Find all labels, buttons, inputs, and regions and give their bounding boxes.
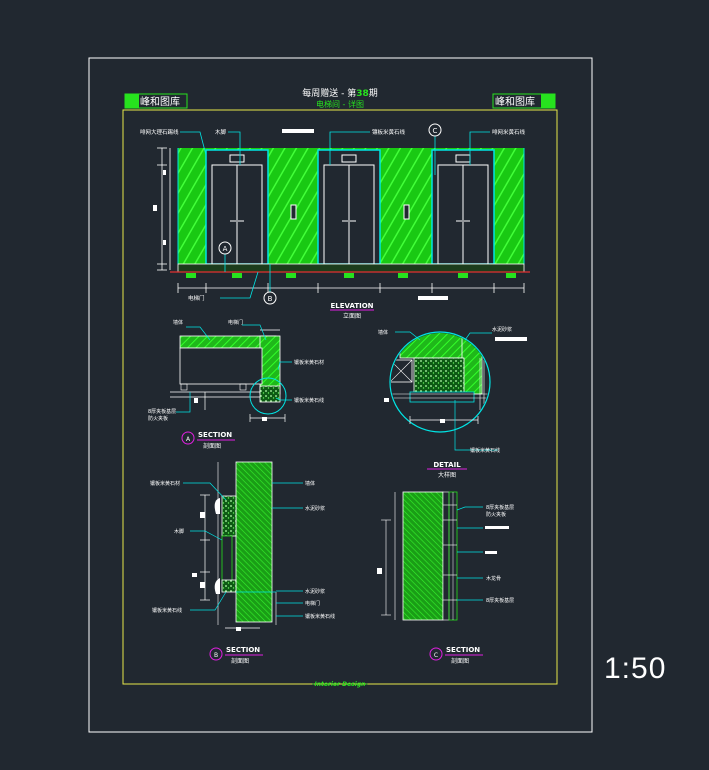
sa-label-base-2: 防火夹板 [148, 415, 168, 422]
sb-subtitle: 剖面图 [231, 657, 249, 665]
detail-label-wall: 墙体 [378, 329, 388, 336]
sb-label-cement: 水泥砂浆 [305, 505, 325, 512]
logo-right-text: 峰和图库 [495, 95, 535, 108]
sc-subtitle: 剖面图 [451, 657, 469, 665]
label-wood-trim: 木脚 [215, 128, 227, 136]
detail-label-cement: 水泥砂浆 [492, 326, 512, 333]
sa-label-wall: 墙体 [173, 319, 183, 326]
sc-title: SECTION [446, 646, 480, 654]
sa-marker: A [186, 436, 191, 443]
scale-label: 1:50 [604, 652, 667, 685]
section-a-detail-circle: 墙体 水泥砂浆 镶板米黄石线 [378, 326, 527, 454]
sa-label-stone-material: 镶板米黄石材 [294, 359, 324, 366]
sb-label-elevator-door: 电梯门 [305, 600, 320, 607]
detail-title: DETAIL [433, 461, 461, 469]
logo-left: 峰和图库 [124, 93, 188, 109]
label-stone-right: 啡网米黄石线 [492, 128, 526, 136]
sb-label-stone-material: 镶板米黄石材 [150, 480, 180, 487]
callout-b: B [268, 295, 273, 303]
label-stone-left: 啡网大理石踢线 [140, 128, 179, 136]
sa-subtitle: 剖面图 [203, 442, 221, 450]
sb-label-wall: 墙体 [305, 480, 315, 487]
sc-label-base-2: 防火夹板 [486, 511, 506, 518]
sa-label-elevator-door: 电梯门 [228, 319, 243, 326]
sb-label-wood-trim: 木脚 [174, 528, 184, 535]
sa-title: SECTION [198, 431, 232, 439]
section-b-drawing: 镶板米黄石材 墙体 水泥砂浆 木脚 水泥砂浆 电梯门 镶板米黄石线 镶板米黄石线… [150, 461, 335, 665]
outer-frame [88, 57, 593, 733]
sb-marker: B [214, 652, 218, 659]
sa-label-base-1: 8厚夹板基层 [148, 408, 176, 415]
elevation-drawing: A B C 啡网大理石踢线 木脚 镶板米黄石线 啡网米黄石线 电梯门 ELEVA… [140, 123, 530, 320]
sb-label-stone-edge-2: 镶板米黄石线 [305, 613, 335, 620]
logo-right: 峰和图库 [492, 93, 556, 109]
callout-a: A [223, 245, 228, 253]
label-stone-center: 镶板米黄石线 [372, 128, 406, 136]
sc-label-wood-keel: 木龙骨 [486, 575, 501, 582]
sb-label-cement-2: 水泥砂浆 [305, 588, 325, 595]
header-subtitle: 电梯间 - 详图 [316, 99, 364, 109]
header-title: 每周赠送 - 第38期 [302, 87, 378, 99]
footer-text: -Interior Design- [312, 681, 368, 688]
detail-c-drawing: DETAIL 大样图 8厚夹板基层 防火夹板 木龙骨 8厚夹板基层 [377, 461, 514, 665]
inner-frame [122, 109, 558, 685]
sc-label-base-3: 8厚夹板基层 [486, 597, 514, 604]
detail-label-stone: 镶板米黄石线 [470, 447, 500, 454]
elevation-title: ELEVATION [330, 302, 373, 310]
sb-title: SECTION [226, 646, 260, 654]
detail-subtitle: 大样图 [438, 471, 456, 479]
label-elevator-door: 电梯门 [188, 294, 205, 302]
elevation-subtitle: 立面图 [343, 312, 361, 320]
section-a-drawing: 墙体 电梯门 镶板米黄石材 镶板米黄石线 8厚夹板基层 防火夹板 A SECTI… [148, 319, 324, 450]
sa-label-stone-edge: 镶板米黄石线 [294, 397, 324, 404]
callout-c: C [433, 127, 438, 135]
sb-label-stone-edge: 镶板米黄石线 [152, 607, 182, 614]
logo-left-text: 峰和图库 [140, 95, 180, 108]
sc-marker: C [434, 652, 438, 659]
sc-label-base-1: 8厚夹板基层 [486, 504, 514, 511]
